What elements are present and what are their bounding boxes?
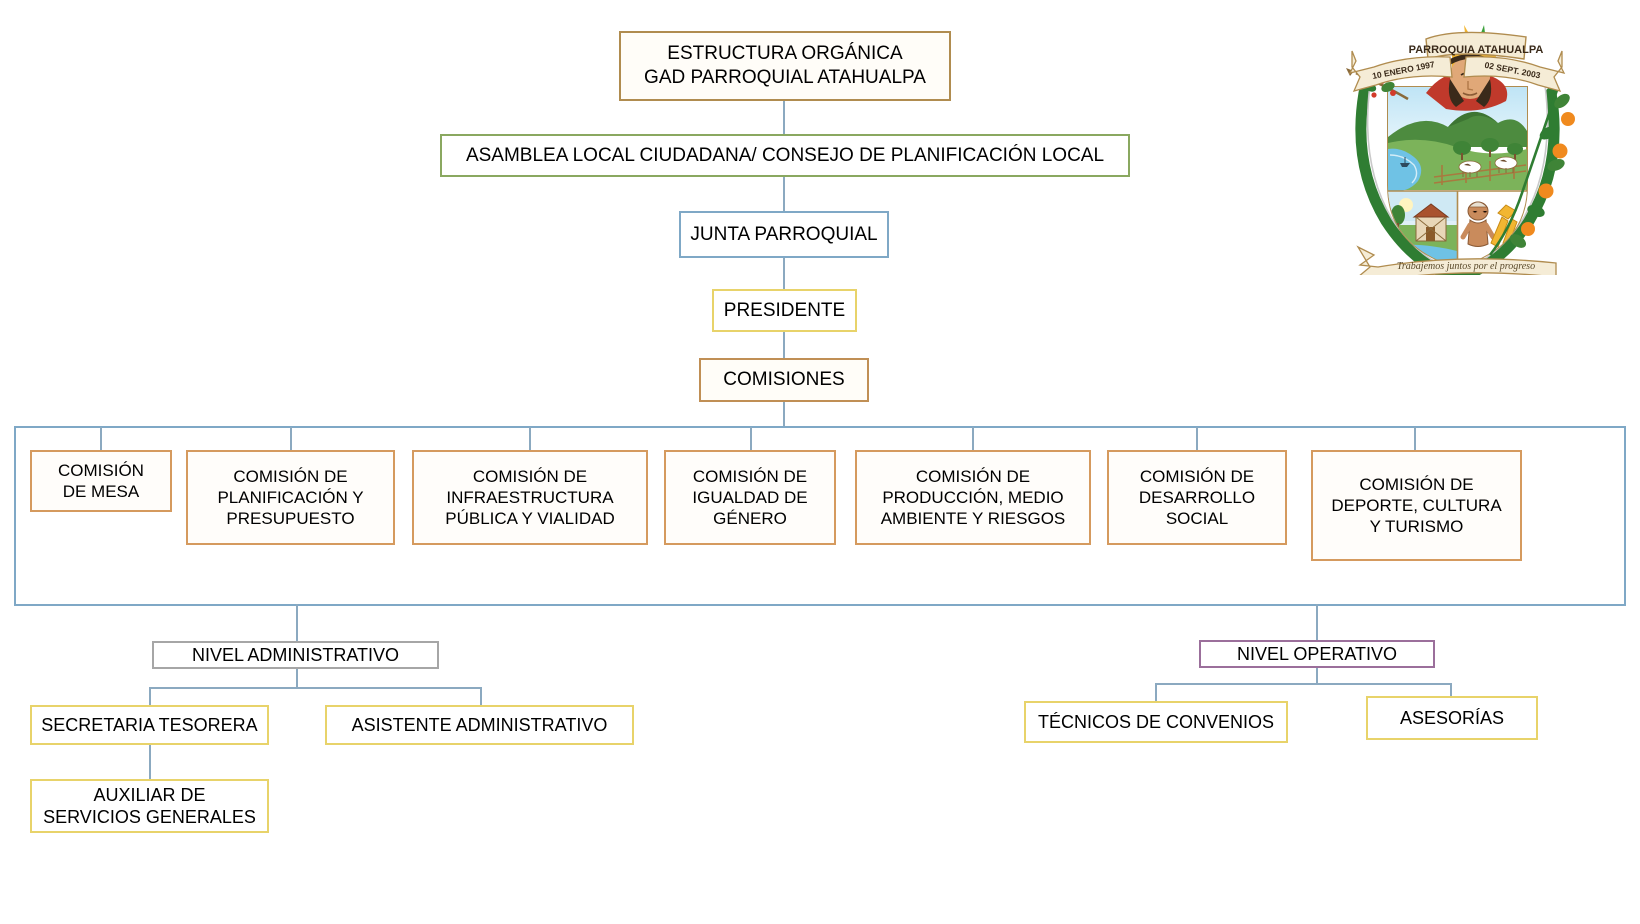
parroquia-atahualpa-crest: PARROQUIA ATAHUALPA 10 ENERO 1997 02 SEP… [1330,15,1585,275]
connector-commission-7 [1414,427,1416,450]
presidente-box[interactable]: PRESIDENTE [712,289,857,332]
auxiliar-servicios-generales-box[interactable]: AUXILIAR DE SERVICIOS GENERALES [30,779,269,833]
crest-top-banner: PARROQUIA ATAHUALPA [1409,31,1544,60]
connector-comisiones-container [783,402,785,426]
commission-box-igualdad-genero[interactable]: COMISIÓN DE IGUALDAD DE GÉNERO [664,450,836,545]
commission-box-desarrollo-social[interactable]: COMISIÓN DE DESARROLLO SOCIAL [1107,450,1287,545]
connector-admin-rail [149,687,482,689]
connector-operativo-asesorias [1450,683,1452,696]
connector-container-nivel-operativo [1316,604,1318,641]
commission-box-produccion-ambiente-riesgos[interactable]: COMISIÓN DE PRODUCCIÓN, MEDIO AMBIENTE Y… [855,450,1091,545]
title-box[interactable]: ESTRUCTURA ORGÁNICA GAD PARROQUIAL ATAHU… [619,31,951,101]
tecnicos-convenios-box[interactable]: TÉCNICOS DE CONVENIOS [1024,701,1288,743]
connector-presidente-comisiones [783,332,785,358]
connector-commission-6 [1196,427,1198,450]
connector-admin-secretaria [149,687,151,705]
connector-commission-4 [750,427,752,450]
connector-assembly-junta [783,177,785,211]
junta-parroquial-box[interactable]: JUNTA PARROQUIAL [679,211,889,258]
commission-box-mesa[interactable]: COMISIÓN DE MESA [30,450,172,512]
asesorias-box[interactable]: ASESORÍAS [1366,696,1538,740]
nivel-operativo-box[interactable]: NIVEL OPERATIVO [1199,640,1435,668]
crest-inca-figure [1426,25,1508,111]
crest-orange-branch [1488,86,1575,256]
crest-left-banner: 10 ENERO 1997 [1348,50,1453,92]
assembly-box[interactable]: ASAMBLEA LOCAL CIUDADANA/ CONSEJO DE PLA… [440,134,1130,177]
connector-title-assembly [783,101,785,136]
asistente-administrativo-box[interactable]: ASISTENTE ADMINISTRATIVO [325,705,634,745]
connector-junta-presidente [783,258,785,289]
connector-secretaria-auxiliar [149,744,151,780]
crest-bottom-banner-text: Trabajemos juntos por el progreso [1397,261,1535,272]
nivel-administrativo-box[interactable]: NIVEL ADMINISTRATIVO [152,641,439,669]
crest-bottom-banner: Trabajemos juntos por el progreso [1356,245,1557,275]
secretaria-tesorera-box[interactable]: SECRETARIA TESORERA [30,705,269,745]
crest-top-banner-text: PARROQUIA ATAHUALPA [1409,44,1544,56]
commissions-container [14,426,1626,606]
connector-admin-stem [296,668,298,688]
connector-operativo-rail [1155,683,1452,685]
comisiones-box[interactable]: COMISIONES [699,358,869,402]
connector-commission-2 [290,427,292,450]
connector-container-nivel-administrativo [296,604,298,641]
connector-commission-3 [529,427,531,450]
commission-box-infraestructura-vialidad[interactable]: COMISIÓN DE INFRAESTRUCTURA PÚBLICA Y VI… [412,450,648,545]
connector-operativo-stem [1316,668,1318,684]
connector-commission-5 [972,427,974,450]
connector-admin-asistente [480,687,482,705]
commission-box-deporte-cultura-turismo[interactable]: COMISIÓN DE DEPORTE, CULTURA Y TURISMO [1311,450,1522,561]
connector-commission-1 [100,427,102,450]
commission-box-planificacion-presupuesto[interactable]: COMISIÓN DE PLANIFICACIÓN Y PRESUPUESTO [186,450,395,545]
connector-operativo-tecnicos [1155,683,1157,701]
crest-right-banner: 02 SEPT. 2003 [1463,50,1566,92]
